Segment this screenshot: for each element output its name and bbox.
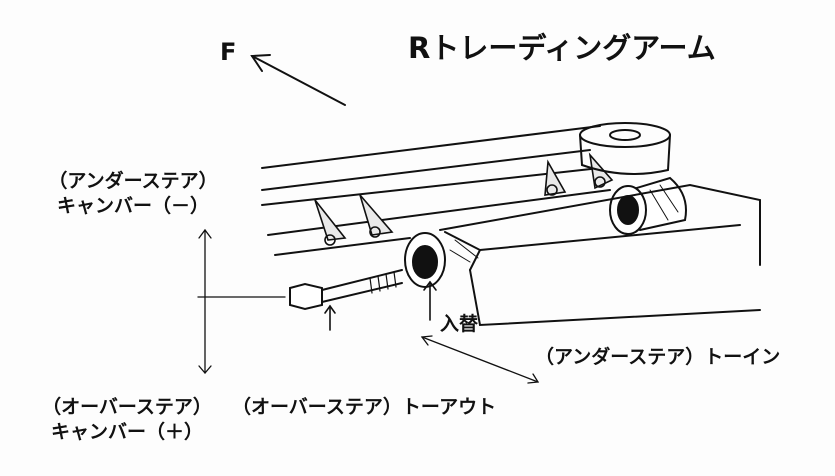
rear-bushing [609, 176, 687, 235]
toe-arrow [420, 335, 540, 384]
oversteer-camber-line2: キャンバー（＋） [50, 421, 203, 443]
pointer-arrows [324, 280, 437, 331]
oversteer-camber-line1: （オーバーステア） [42, 396, 212, 418]
bolt [289, 269, 403, 311]
front-bushing [404, 232, 446, 288]
lower-arm [439, 183, 761, 327]
diagram-title: Rトレーディングアーム [408, 31, 716, 65]
understeer-camber-line2: キャンバー（－） [56, 195, 209, 217]
toe-out-label: （オーバーステア）トーアウト [232, 396, 497, 418]
swap-label: 入替 [440, 313, 479, 335]
forward-arrow [250, 54, 346, 106]
camber-arrow [197, 228, 286, 374]
oversteer-camber-label: （オーバーステア） キャンバー（＋） [22, 398, 232, 442]
gussets [314, 152, 614, 246]
toe-in-label: （アンダーステア）トーイン [535, 346, 781, 368]
understeer-camber-line1: （アンダーステア） [48, 170, 218, 192]
top-mount [579, 122, 671, 175]
understeer-camber-label: （アンダーステア） キャンバー（－） [28, 172, 238, 216]
forward-label: F [220, 38, 237, 66]
